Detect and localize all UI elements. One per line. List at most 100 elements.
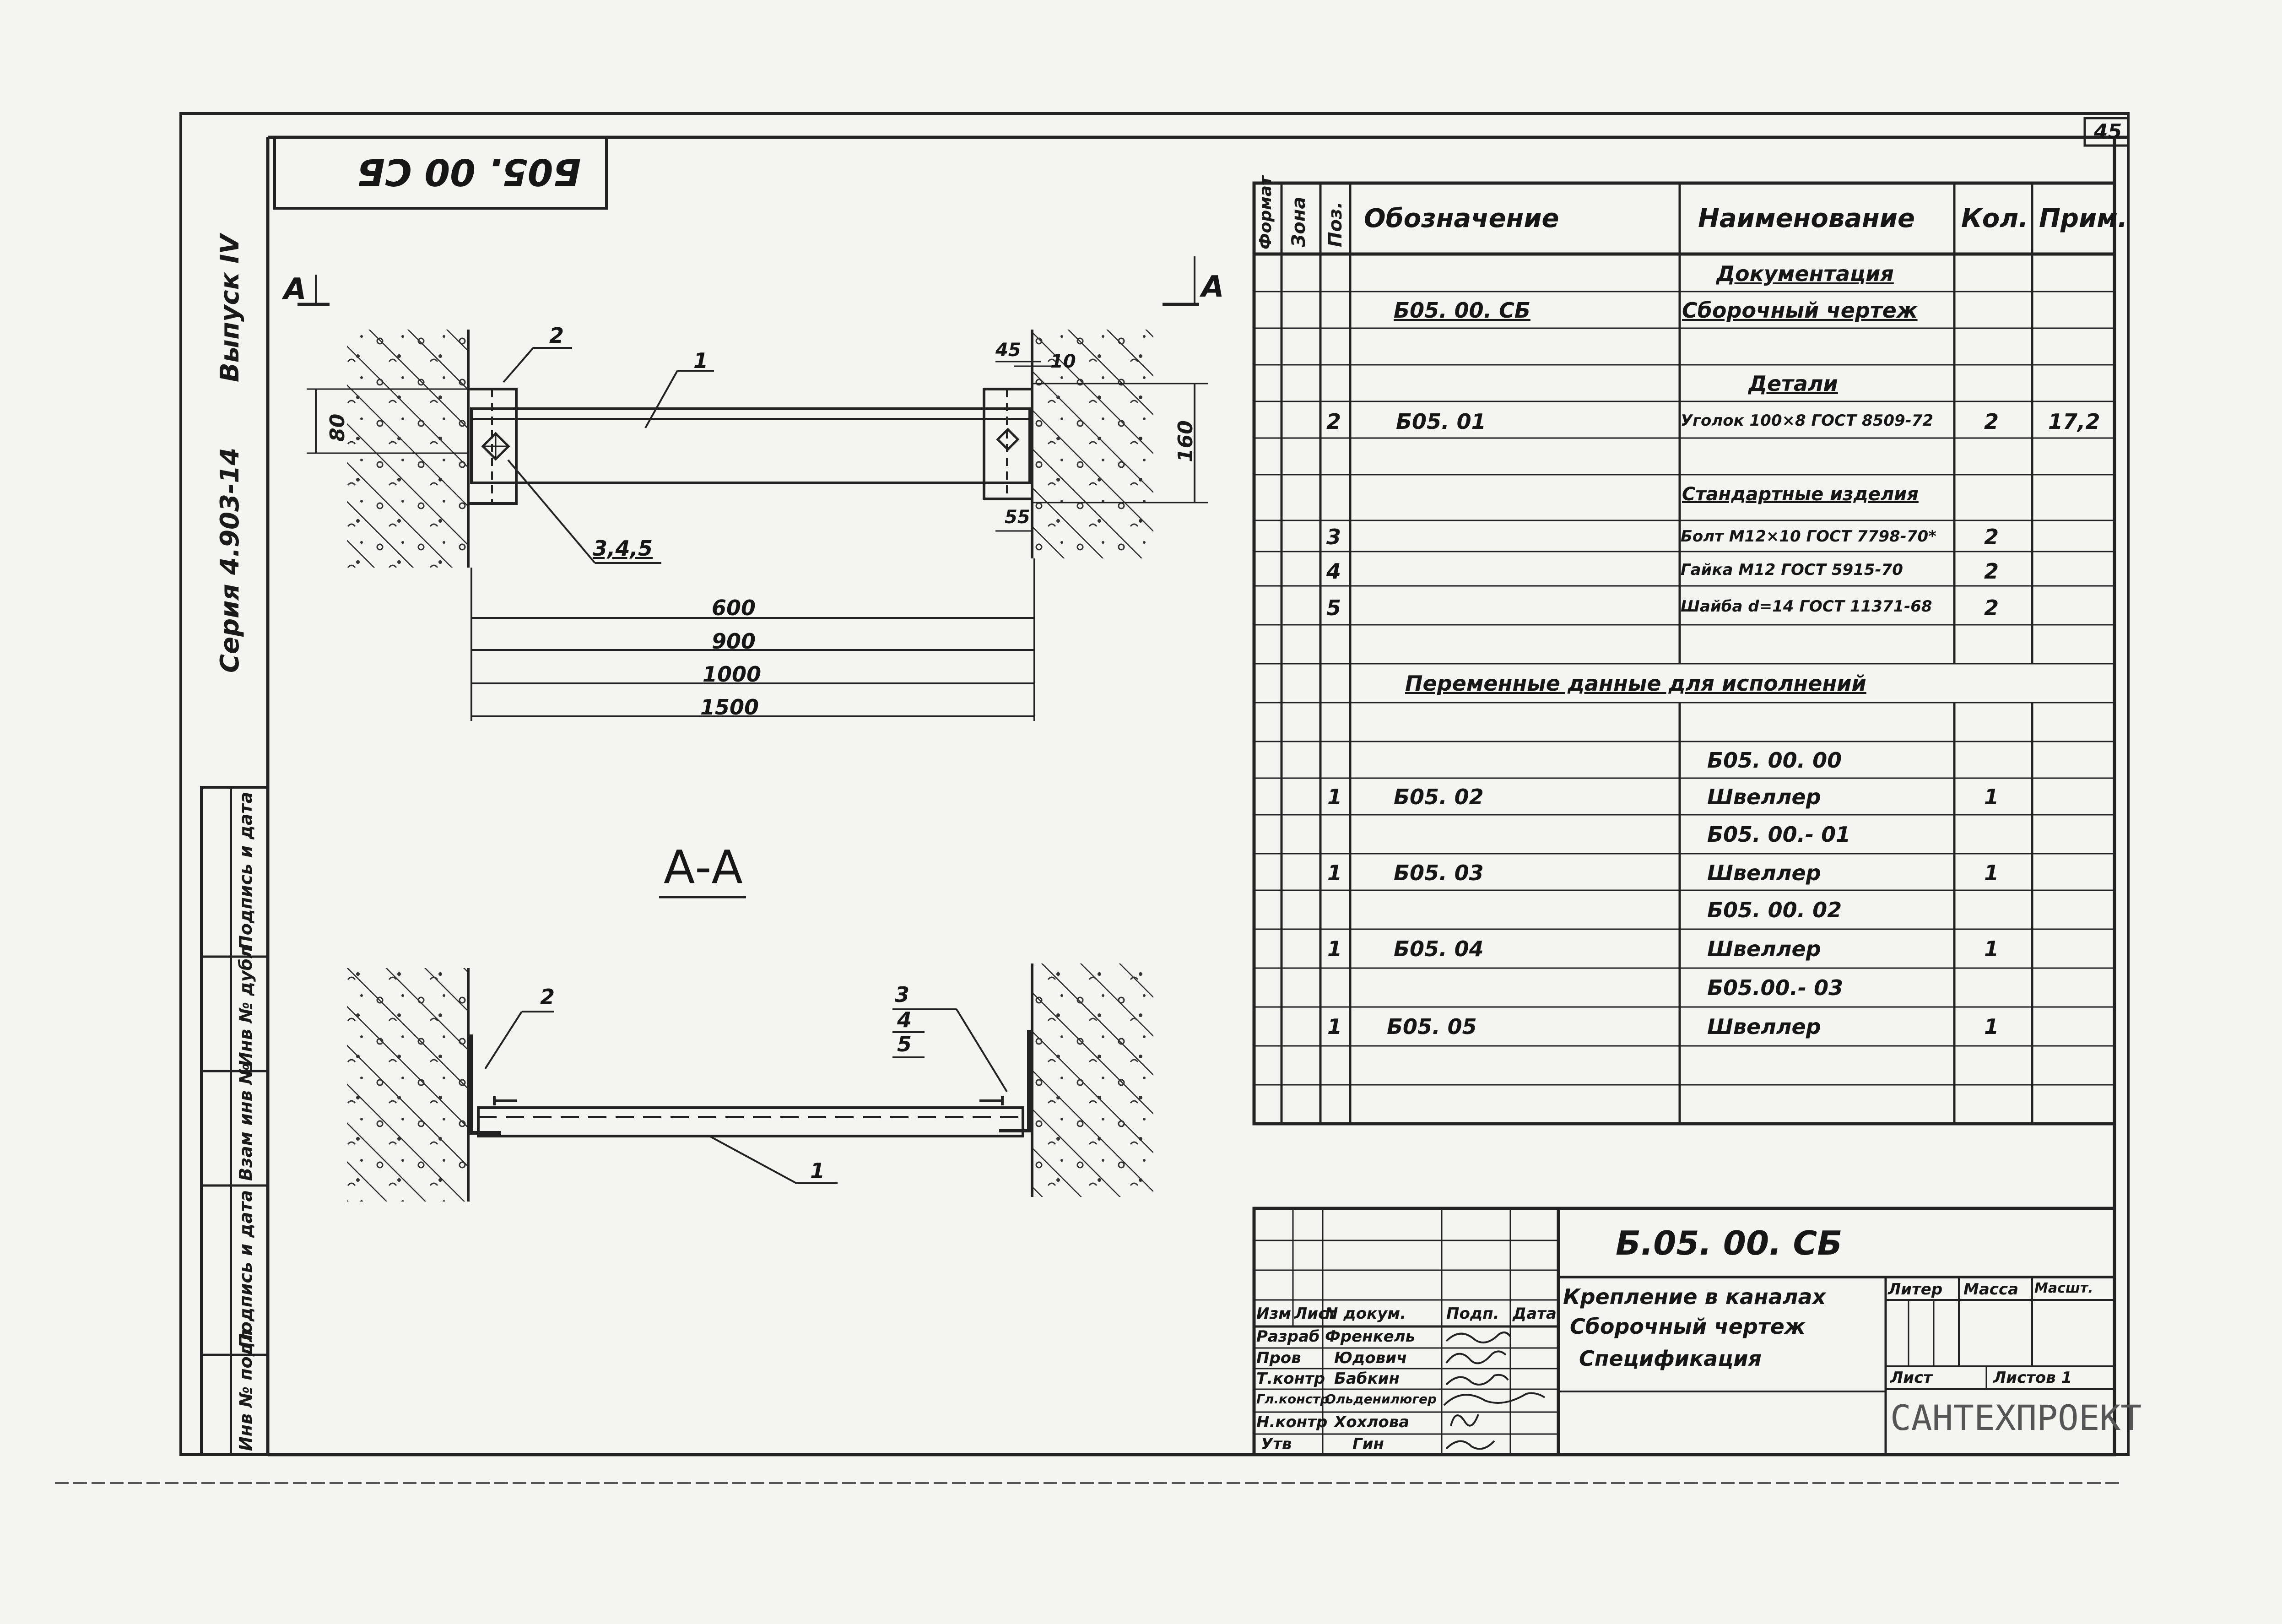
variant-pos: 1 [1327,937,1342,961]
role-name: Хохлова [1334,1413,1410,1431]
side-stamp-inv-original: Инв № дубл [236,945,256,1066]
row-name: Гайка М12 ГОСТ 5915-70 [1681,561,1903,579]
variant-name: Швеллер [1707,1014,1821,1039]
variant-qty: 1 [1984,937,1999,961]
role-label: Утв [1261,1435,1292,1453]
role-name: Френкель [1325,1327,1416,1346]
row-qty: 2 [1984,525,1999,549]
row-pos: 4 [1326,559,1341,584]
plan-callout-345: 3,4,5 [593,536,653,561]
organization-name: САНТЕХПРОЕКТ [1890,1397,2142,1438]
dim-45: 45 [995,340,1021,361]
role-name: Ольденилюгер [1325,1391,1437,1407]
plan-callout-1: 1 [693,348,708,373]
dim-10: 10 [1050,351,1076,372]
row-qty: 2 [1984,595,1999,620]
spec-table-grid [1252,181,2116,1126]
variant-name: Б05. 00. 02 [1707,898,1842,922]
side-stamp-replaced-inv: Взам инв № [236,1063,256,1181]
length-900: 900 [712,629,756,654]
variant-name: Б05. 00. 00 [1707,748,1842,773]
role-name: Юдович [1334,1349,1407,1367]
variant-qty: 1 [1984,1014,1999,1039]
length-600: 600 [712,595,756,620]
row-name: Болт М12×10 ГОСТ 7798-70* [1681,527,1936,546]
side-stamp-signature-2: Подпись и дата [236,1190,256,1348]
section-callout-1: 1 [810,1158,825,1183]
variant-pos: 1 [1327,861,1342,885]
variant-name: Швеллер [1707,785,1821,809]
row-name: Шайба d=14 ГОСТ 11371-68 [1681,597,1932,616]
header-pos: Поз. [1325,201,1346,247]
length-1000: 1000 [703,662,762,687]
row-name: Уголок 100×8 ГОСТ 8509-72 [1681,411,1934,430]
col-list: Лист [1294,1305,1336,1323]
sheets-label: Листов 1 [1993,1369,2072,1387]
variant-qty: 1 [1984,861,1999,885]
variant-designation: Б05. 04 [1394,937,1484,961]
header-format: Формат [1256,176,1275,249]
col-izm: Изм [1256,1305,1292,1323]
section-mark-right: А [1201,270,1224,304]
row-name: Сборочный чертеж [1682,298,1918,323]
row-designation: Б05. 00. СБ [1394,298,1530,323]
row-designation: Б05. 01 [1396,409,1486,434]
section-callout-2: 2 [540,985,555,1009]
title-line-3: Спецификация [1579,1346,1762,1371]
col-sign: Подп. [1446,1305,1499,1323]
role-label: Разраб [1256,1327,1320,1346]
role-name: Бабкин [1334,1370,1400,1388]
variant-designation: Б05. 02 [1394,785,1484,809]
section-callout-4: 4 [897,1007,912,1032]
row-pos: 3 [1326,525,1341,549]
section-mark-left: А [284,272,307,306]
row-note: 17,2 [2048,409,2100,434]
dim-55: 55 [1005,507,1030,528]
issue-label: Выпуск IV [215,234,245,382]
inverted-stamp-code: Б05. 00 СБ [357,151,581,193]
section-details: Детали [1748,371,1838,396]
variant-name: Б05.00.- 03 [1707,975,1844,1000]
header-qty: Кол. [1961,204,2028,233]
plan-callout-2: 2 [549,323,564,348]
role-name: Гин [1352,1435,1384,1453]
row-qty: 2 [1984,409,1999,434]
title-block-grid [1252,1207,2116,1456]
scale-label: Масшт. [2034,1280,2093,1296]
title-block-code: Б.05. 00. СБ [1616,1224,1843,1262]
section-standard: Стандартные изделия [1682,484,1919,505]
row-pos: 5 [1326,595,1341,620]
section-callout-5: 5 [897,1032,912,1056]
variant-name: Б05. 00.- 01 [1707,822,1851,847]
col-date: Дата [1513,1305,1557,1323]
role-label: Т.контр [1256,1370,1325,1388]
title-line-2: Сборочный чертеж [1570,1314,1806,1339]
variant-designation: Б05. 03 [1394,861,1484,885]
header-zone: Зона [1288,196,1309,247]
length-1500: 1500 [700,695,759,720]
sheet-number: 45 [2094,120,2122,143]
row-pos: 2 [1326,409,1341,434]
litera-label: Литер [1888,1280,1943,1299]
variant-pos: 1 [1327,785,1342,809]
dim-160: 160 [1174,420,1197,462]
header-name: Наименование [1698,204,1915,233]
variant-qty: 1 [1984,785,1999,809]
header-designation: Обозначение [1364,204,1559,233]
signatures [1443,1332,1546,1450]
series-label: Серия 4.903-14 [215,447,245,673]
mass-label: Масса [1963,1280,2019,1299]
header-note: Прим. [2039,204,2128,233]
section-title: А-А [664,840,743,894]
section-documentation: Документация [1716,261,1894,286]
sheet-label: Лист [1890,1369,1932,1387]
variant-name: Швеллер [1707,861,1821,885]
variant-designation: Б05. 05 [1387,1014,1477,1039]
side-stamp-inv-duplicate: Инв № подл [236,1329,256,1451]
variable-data-title: Переменные данные для исполнений [1405,671,1866,696]
section-callout-3: 3 [895,982,910,1007]
role-label: Н.контр [1256,1413,1328,1431]
title-line-1: Крепление в каналах [1563,1284,1826,1309]
role-label: Гл.констр [1256,1391,1330,1407]
